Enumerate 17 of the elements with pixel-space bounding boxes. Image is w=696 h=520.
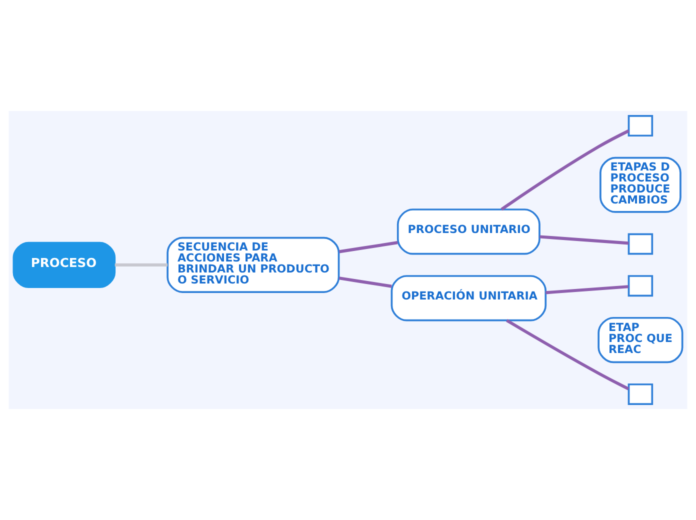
- node-box: SECUENCIA DE ACCIONES PARA BRINDAR UN PRODUCTO O SERVICIO: [166, 236, 340, 293]
- node-box: ETAPAS D PROCESO PRODUCE CAMBIOS: [600, 156, 682, 213]
- node-box: [628, 383, 654, 405]
- node-box: PROCESO: [12, 242, 116, 288]
- connector: [338, 276, 392, 288]
- connector: [500, 129, 630, 211]
- node-box: [628, 233, 654, 255]
- connector: [546, 285, 628, 294]
- connector: [338, 241, 398, 254]
- node-box: OPERACIÓN UNITARIA: [390, 275, 547, 322]
- connector: [506, 319, 630, 390]
- node-box: ETAP PROC QUE REAC: [598, 316, 684, 364]
- node-box: [628, 275, 654, 297]
- connector: [540, 235, 629, 245]
- node-box: PROCESO UNITARIO: [396, 208, 540, 255]
- node-box: [628, 115, 654, 137]
- connector: [114, 263, 168, 266]
